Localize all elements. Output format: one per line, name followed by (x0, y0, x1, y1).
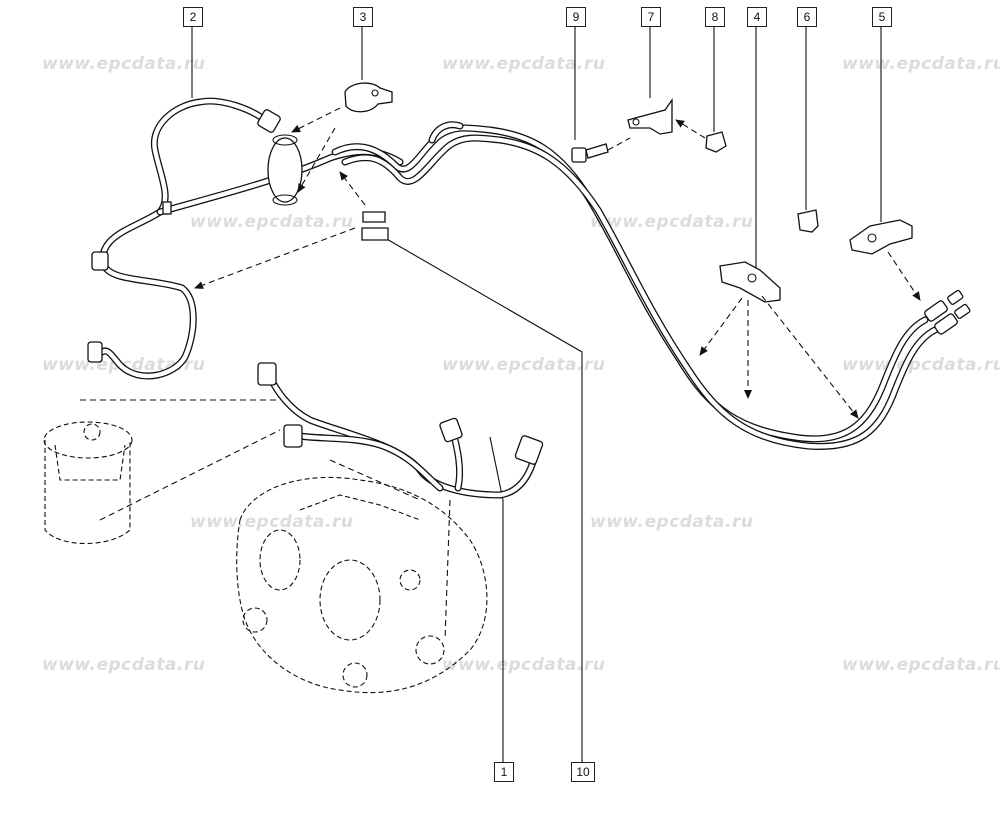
callout-7: 7 (641, 7, 661, 27)
callout-9: 9 (566, 7, 586, 27)
clip-6 (797, 209, 819, 233)
watermark-text: www.epcdata.ru (842, 355, 1000, 375)
clip-5 (849, 219, 913, 255)
watermark-text: www.epcdata.ru (442, 355, 606, 375)
callout-2: 2 (183, 7, 203, 27)
watermark-text: www.epcdata.ru (842, 655, 1000, 675)
fuel-pipe-bundle (331, 121, 971, 450)
watermark-text: www.epcdata.ru (590, 512, 754, 532)
clip-4 (719, 261, 781, 303)
watermark-text: www.epcdata.ru (42, 54, 206, 74)
callout-1: 1 (494, 762, 514, 782)
callout-10: 10 (571, 762, 595, 782)
leader-lines (191, 26, 882, 762)
callout-4: 4 (747, 7, 767, 27)
nut-8 (705, 131, 727, 153)
bolt-9 (571, 143, 609, 163)
watermark-text: www.epcdata.ru (590, 212, 754, 232)
watermark-text: www.epcdata.ru (190, 512, 354, 532)
injection-pump (236, 459, 488, 694)
bracket-7 (627, 97, 673, 135)
callout-5: 5 (872, 7, 892, 27)
watermark-text: www.epcdata.ru (42, 655, 206, 675)
callout-6: 6 (797, 7, 817, 27)
watermark-text: www.epcdata.ru (190, 212, 354, 232)
clip-3 (344, 82, 393, 113)
clip-10 (361, 211, 389, 241)
fuel-pipe-2 (87, 97, 404, 380)
watermark-text: www.epcdata.ru (442, 54, 606, 74)
fuel-filter (267, 134, 303, 206)
filter-housing (43, 399, 281, 544)
fuel-pipe-1 (257, 362, 544, 499)
assembly-arrows (194, 107, 921, 419)
callout-3: 3 (353, 7, 373, 27)
callout-8: 8 (705, 7, 725, 27)
watermark-text: www.epcdata.ru (442, 655, 606, 675)
